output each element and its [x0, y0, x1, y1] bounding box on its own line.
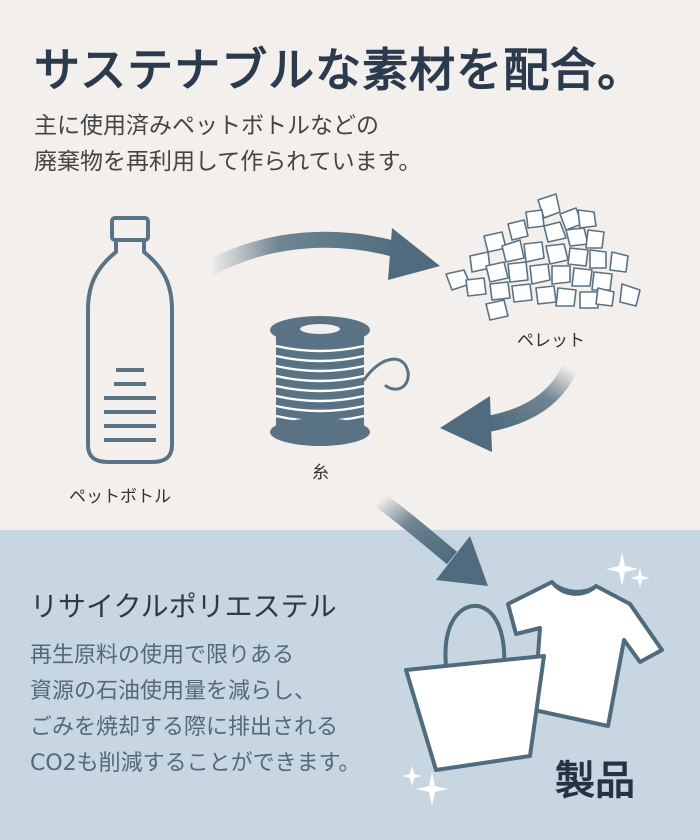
description-line: CO2も削減することができます。	[30, 751, 361, 776]
page-subtitle: 主に使用済みペットボトルなどの 廃棄物を再利用して作られています。	[34, 108, 421, 180]
sparkle-icon	[402, 552, 650, 806]
subtitle-line: 廃棄物を再利用して作られています。	[34, 149, 422, 175]
tote-bag-icon	[404, 603, 546, 772]
thread-spool-icon	[270, 316, 410, 446]
pellets-icon	[445, 193, 641, 321]
pellet-label: ペレット	[517, 331, 585, 351]
description-line: ごみを焼却する際に排出される	[30, 715, 339, 740]
description-line: 資源の石油使用量を減らし、	[30, 679, 317, 704]
subtitle-line: 主に使用済みペットボトルなどの	[34, 113, 379, 139]
bottle-icon	[86, 216, 174, 464]
arrow-icon	[206, 228, 440, 280]
arrow-icon	[375, 493, 488, 586]
arrow-icon	[440, 364, 578, 452]
page-title: サステナブルな素材を配合。	[34, 43, 645, 97]
thread-label: 糸	[312, 463, 329, 483]
recycle-title: リサイクルポリエステル	[30, 590, 337, 623]
recycle-description: 再生原料の使用で限りある 資源の石油使用量を減らし、 ごみを焼却する際に排出され…	[30, 638, 360, 782]
bottle-label: ペットボトル	[69, 487, 171, 507]
product-label: 製品	[555, 758, 635, 804]
description-line: 再生原料の使用で限りある	[30, 643, 295, 668]
